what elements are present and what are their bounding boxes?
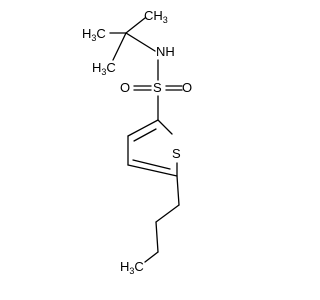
molecule-diagram: CH3 H3C H3C NH S O O S H3C: [82, 8, 192, 276]
methyl-top-right-label: CH3: [144, 8, 168, 25]
bond-c3-to-c2: [127, 119, 159, 137]
bond-butyl-2-to-3: [155, 221, 159, 253]
bond-c2-to-s-ring: [157, 119, 173, 135]
oxygen-right-label: O: [182, 80, 192, 95]
methyl-left-top-label: H3C: [82, 26, 106, 43]
bond-c-quat-to-ch3-left-bottom: [112, 32, 127, 61]
butyl-methyl-label: H3C: [120, 259, 144, 276]
bond-c5-to-butyl-1: [176, 175, 180, 206]
bond-c-quat-to-n: [125, 32, 156, 52]
bond-c3-to-c2-double: [133, 128, 157, 142]
oxygen-left-label: O: [120, 80, 130, 95]
bond-c5-to-c4: [127, 164, 178, 177]
bond-butyl-1-to-2: [155, 204, 180, 223]
ring-sulfur-label: S: [172, 146, 181, 161]
sulfonyl-sulfur-label: S: [153, 80, 162, 95]
bond-c5-to-c4-double: [132, 159, 171, 170]
bond-c-quat-to-ch3-top: [125, 17, 146, 34]
bond-butyl-3-to-ch3: [144, 251, 159, 263]
nitrogen-label: NH: [156, 44, 175, 59]
methyl-left-bottom-label: H3C: [92, 60, 116, 77]
